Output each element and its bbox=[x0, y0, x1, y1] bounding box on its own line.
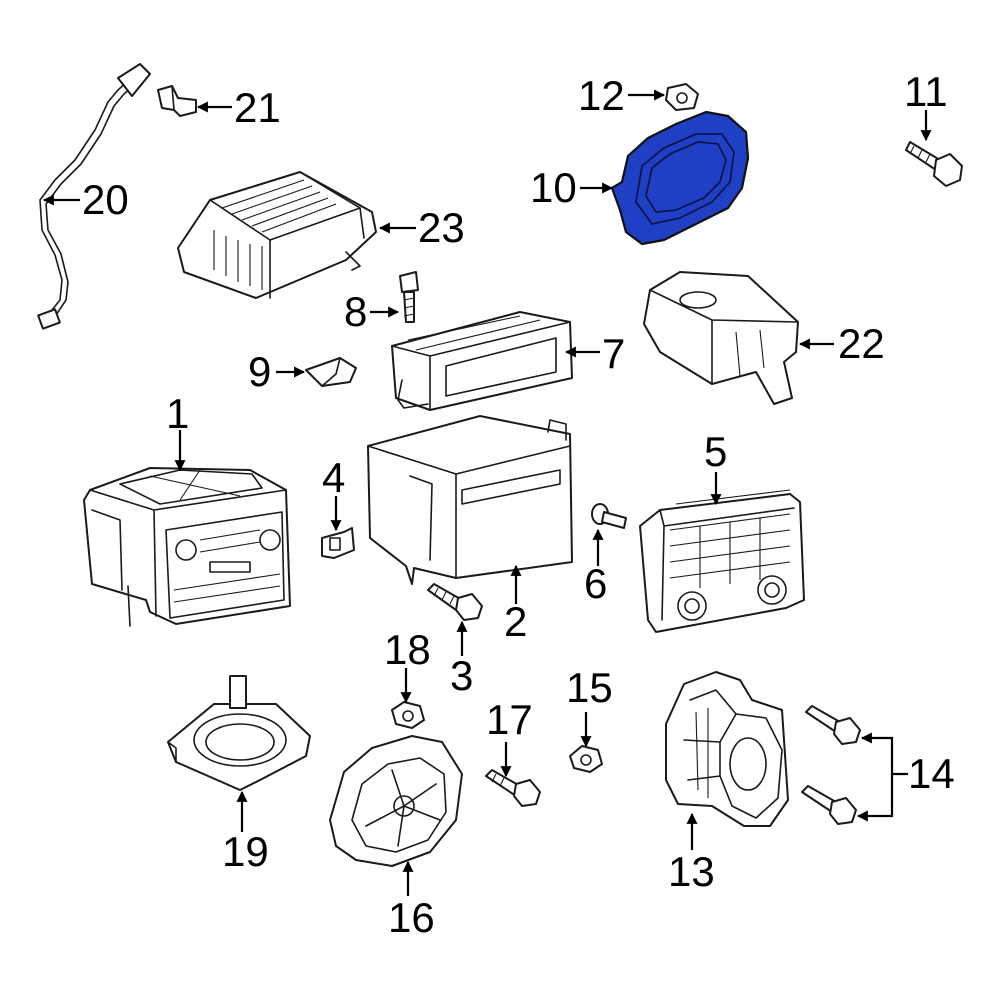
part-16-speaker[interactable] bbox=[329, 735, 463, 867]
callout-11[interactable]: 11 bbox=[904, 68, 948, 115]
callout-1[interactable]: 1 bbox=[166, 390, 189, 437]
callout-9[interactable]: 9 bbox=[248, 348, 271, 395]
part-21-clip[interactable] bbox=[157, 85, 197, 117]
callout-15[interactable]: 15 bbox=[566, 664, 613, 711]
part-20-antenna-cable[interactable] bbox=[37, 63, 151, 330]
part-10-speaker-highlighted[interactable] bbox=[610, 110, 750, 246]
callout-14[interactable]: 14 bbox=[908, 750, 955, 797]
part-8-bolt[interactable] bbox=[399, 271, 419, 323]
callout-13[interactable]: 13 bbox=[668, 848, 715, 895]
part-11-bolt[interactable] bbox=[905, 141, 963, 187]
part-1-radio-receiver[interactable] bbox=[83, 467, 291, 627]
callout-21[interactable]: 21 bbox=[234, 84, 281, 131]
part-9-bracket[interactable] bbox=[305, 357, 357, 387]
callout-3[interactable]: 3 bbox=[450, 652, 473, 699]
part-4-clip[interactable] bbox=[321, 527, 355, 559]
part-13-speaker[interactable] bbox=[665, 671, 789, 827]
part-6-bolt[interactable] bbox=[591, 503, 627, 529]
callout-5[interactable]: 5 bbox=[704, 428, 727, 475]
callout-23[interactable]: 23 bbox=[418, 204, 465, 251]
callout-18[interactable]: 18 bbox=[384, 626, 431, 673]
callout-6[interactable]: 6 bbox=[584, 560, 607, 607]
part-15-nut[interactable] bbox=[569, 745, 603, 773]
callout-17[interactable]: 17 bbox=[486, 696, 533, 743]
callout-2[interactable]: 2 bbox=[504, 598, 527, 645]
callout-labels: 1 2 3 4 5 6 7 8 9 10 11 12 13 14 15 16 1… bbox=[82, 68, 955, 941]
callout-12[interactable]: 12 bbox=[578, 72, 625, 119]
part-17-bolt[interactable] bbox=[485, 769, 541, 807]
part-12-nut[interactable] bbox=[665, 83, 699, 111]
part-14-bolts[interactable] bbox=[801, 705, 861, 825]
callout-10[interactable]: 10 bbox=[530, 164, 577, 211]
part-7-cd-changer[interactable] bbox=[391, 311, 573, 411]
part-2-navigation-unit[interactable] bbox=[367, 415, 573, 585]
callout-4[interactable]: 4 bbox=[322, 454, 345, 501]
leader-lines bbox=[42, 89, 932, 896]
part-23-amplifier[interactable] bbox=[177, 171, 377, 299]
callout-7[interactable]: 7 bbox=[602, 330, 625, 377]
part-22-cover[interactable] bbox=[643, 271, 799, 405]
callout-16[interactable]: 16 bbox=[388, 894, 435, 941]
callout-19[interactable]: 19 bbox=[222, 828, 269, 875]
part-3-bolt[interactable] bbox=[427, 583, 483, 621]
callout-22[interactable]: 22 bbox=[838, 320, 885, 367]
callout-8[interactable]: 8 bbox=[344, 288, 367, 335]
part-18-nut[interactable] bbox=[391, 701, 425, 729]
part-5-control-panel[interactable] bbox=[639, 489, 805, 633]
callout-20[interactable]: 20 bbox=[82, 176, 129, 223]
part-19-speaker-bracket[interactable] bbox=[167, 675, 311, 791]
